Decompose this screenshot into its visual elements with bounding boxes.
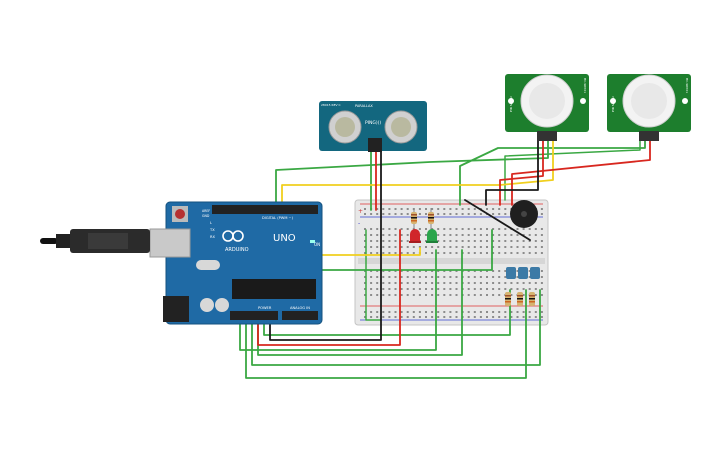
aref-label: AREF [202,209,210,213]
transistor-1[interactable] [506,267,516,279]
ultrasonic-brand: PARALLAX [355,104,373,108]
on-led-label: ON [314,242,320,247]
analog-header-label: ANALOG IN [290,306,310,310]
arduino-brand-label: ARDUINO [225,247,249,253]
wire-green-bb-left [365,229,381,321]
wire-red-5v [257,229,401,346]
resistor-5[interactable] [529,292,535,306]
pir-sensor-right[interactable]: HC-SR501 PIR Sensor [607,74,691,141]
transducer-right-icon [391,117,411,137]
ultrasonic-sensor[interactable]: PARALLAX PING))) 28015 REV C [319,101,427,152]
center-channel [358,258,545,264]
usb-cable [40,229,150,253]
power-header [230,311,278,320]
wire-green-pir-right-b [504,139,641,201]
capacitor-1 [200,298,214,312]
atmega-chip [232,279,316,299]
digital-header [212,205,318,214]
rail-plus-label: + [358,208,363,215]
resistor-2[interactable] [428,208,434,230]
breadboard-holes [364,208,543,318]
tx-label: TX [209,228,215,232]
buzzer[interactable] [510,200,538,228]
ultrasonic-pins [368,138,382,152]
pir-right-label-top: HC-SR501 [685,78,689,93]
wire-green-long-5 [239,249,437,351]
transistor-2[interactable] [518,267,528,279]
transducer-left-icon [335,117,355,137]
wire-green-pir-left-signal [275,139,549,211]
capacitor-2 [215,298,229,312]
pir-lens-left-icon [529,83,565,119]
resistor-1[interactable] [411,208,417,230]
pir-right-label-bottom: PIR Sensor [611,95,615,112]
wire-red-pir-left-vcc [499,139,544,206]
wire-green-long-1 [245,289,527,379]
ultrasonic-part: 28015 REV C [321,103,341,107]
pir-left-label-bottom: PIR Sensor [509,95,513,112]
l-label: L [210,221,212,225]
analog-header [282,311,318,320]
resistor-4[interactable] [517,292,523,306]
arduino-model-label: UNO [273,233,296,244]
led-green[interactable] [426,229,438,243]
pir-lens-right-icon [631,83,667,119]
breadboard[interactable]: + - [354,199,549,326]
usb-connector [149,228,191,258]
rail-minus-label: - [358,220,360,227]
led-red[interactable] [409,229,421,243]
pir-sensor-left[interactable]: HC-SR501 PIR Sensor [505,74,589,141]
crystal [196,260,220,270]
transistor-3[interactable] [530,267,540,279]
gnd-label: GND [202,214,210,218]
pir-left-pins [537,131,557,141]
resistor-3[interactable] [505,292,511,306]
wire-green-pir-right-signal [459,139,646,206]
ultrasonic-model: PING))) [365,120,381,126]
power-jack [163,296,189,322]
digital-header-label: DIGITAL (PWM ~) [262,216,294,220]
wire-black-diagonal [464,199,531,241]
pir-right-pins [639,131,659,141]
buzzer-icon [521,211,527,217]
wire-green-long-2 [251,289,541,366]
wire-black-pir-gnd [485,139,539,206]
rx-label: RX [210,235,215,239]
pir-left-label-top: HC-SR501 [583,78,587,93]
power-header-label: POWER [258,306,272,310]
arduino-uno-board[interactable]: ARDUINO UNO DIGITAL (PWM ~) POWER ANALOG… [149,201,323,325]
